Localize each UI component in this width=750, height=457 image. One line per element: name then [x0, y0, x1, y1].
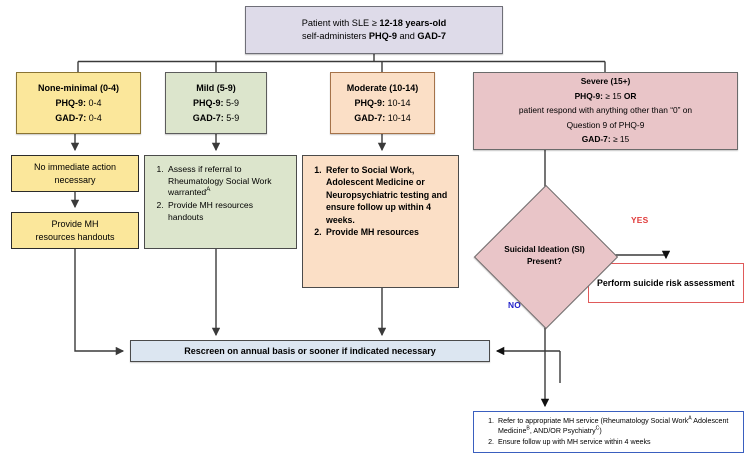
node-no-immediate-action: No immediate action necessary — [11, 155, 139, 192]
noaction-line-1: No immediate action — [33, 161, 117, 172]
diamond-line-2: Present? — [526, 256, 563, 266]
footnote-marker-a: A — [688, 415, 692, 422]
provide-line-1: Provide MH — [51, 218, 99, 229]
none-title: None-minimal (0-4) — [37, 82, 119, 93]
node-mild-actions: Assess if referral to Rheumatology Socia… — [144, 155, 297, 249]
list-item: Provide MH resources — [324, 226, 451, 238]
node-provide-mh-handouts: Provide MH resources handouts — [11, 212, 139, 249]
rescreen-text: Rescreen on annual basis or sooner if in… — [184, 345, 436, 356]
mild-title: Mild (5-9) — [196, 82, 236, 93]
severe-phq: PHQ-9: ≥ 15 OR — [574, 90, 637, 101]
node-perform-suicide-risk-assessment: Perform suicide risk assessment — [588, 263, 744, 303]
node-moderate-actions: Refer to Social Work, Adolescent Medicin… — [302, 155, 459, 288]
none-gad: GAD-7: 0-4 — [55, 112, 102, 123]
severe-detail-1: patient respond with anything other than… — [518, 105, 693, 116]
list-item: Refer to Social Work, Adolescent Medicin… — [324, 164, 451, 226]
list-item: Assess if referral to Rheumatology Socia… — [166, 164, 289, 199]
edge-label-yes: YES — [631, 215, 649, 225]
node-mh-referral: Refer to appropriate MH service (Rheumat… — [473, 411, 744, 453]
severe-gad: GAD-7: ≥ 15 — [581, 134, 630, 145]
node-category-severe: Severe (15+) PHQ-9: ≥ 15 OR patient resp… — [473, 72, 738, 150]
severe-detail-2: Question 9 of PHQ-9 — [566, 119, 645, 130]
severe-title: Severe (15+) — [580, 76, 631, 86]
diamond-line-1: Suicidal Ideation (SI) — [504, 244, 585, 254]
header-line-1: Patient with SLE ≥ 12-18 years-old — [301, 17, 447, 28]
node-category-mild: Mild (5-9) PHQ-9: 5-9 GAD-7: 5-9 — [165, 72, 267, 134]
none-phq: PHQ-9: 0-4 — [55, 97, 102, 108]
footnote-marker-b: B — [526, 425, 530, 432]
diamond-text: Suicidal Ideation (SI) Present? — [504, 244, 585, 267]
noaction-line-2: necessary — [54, 174, 96, 185]
mh-referral-list: Refer to appropriate MH service (Rheumat… — [478, 416, 739, 449]
list-item: Provide MH resources handouts — [166, 200, 289, 223]
edge-provide-to-rescreen — [74, 249, 125, 356]
moderate-actions-list: Refer to Social Work, Adolescent Medicin… — [309, 164, 451, 239]
suicide-text: Perform suicide risk assessment — [597, 277, 735, 288]
provide-line-2: resources handouts — [35, 231, 115, 242]
footnote-marker-c: C — [595, 425, 600, 432]
node-decision-suicidal-ideation: Suicidal Ideation (SI) Present? — [473, 184, 618, 329]
mild-phq: PHQ-9: 5-9 — [192, 97, 240, 108]
list-item: Ensure follow up with MH service within … — [496, 437, 739, 447]
node-category-moderate: Moderate (10-14) PHQ-9: 10-14 GAD-7: 10-… — [330, 72, 435, 134]
moderate-gad: GAD-7: 10-14 — [354, 112, 411, 123]
mild-actions-list: Assess if referral to Rheumatology Socia… — [151, 164, 289, 224]
edge-label-no: NO — [508, 300, 521, 310]
moderate-title: Moderate (10-14) — [346, 82, 419, 93]
node-rescreen-annual: Rescreen on annual basis or sooner if in… — [130, 340, 490, 362]
node-patient-screening-header: Patient with SLE ≥ 12-18 years-old self-… — [245, 6, 503, 54]
moderate-phq: PHQ-9: 10-14 — [354, 97, 411, 108]
footnote-marker-a: A — [206, 186, 211, 194]
node-category-none-minimal: None-minimal (0-4) PHQ-9: 0-4 GAD-7: 0-4 — [16, 72, 141, 134]
header-line-2: self-administers PHQ-9 and GAD-7 — [301, 31, 446, 41]
list-item: Refer to appropriate MH service (Rheumat… — [496, 416, 739, 437]
mild-gad: GAD-7: 5-9 — [192, 112, 240, 123]
